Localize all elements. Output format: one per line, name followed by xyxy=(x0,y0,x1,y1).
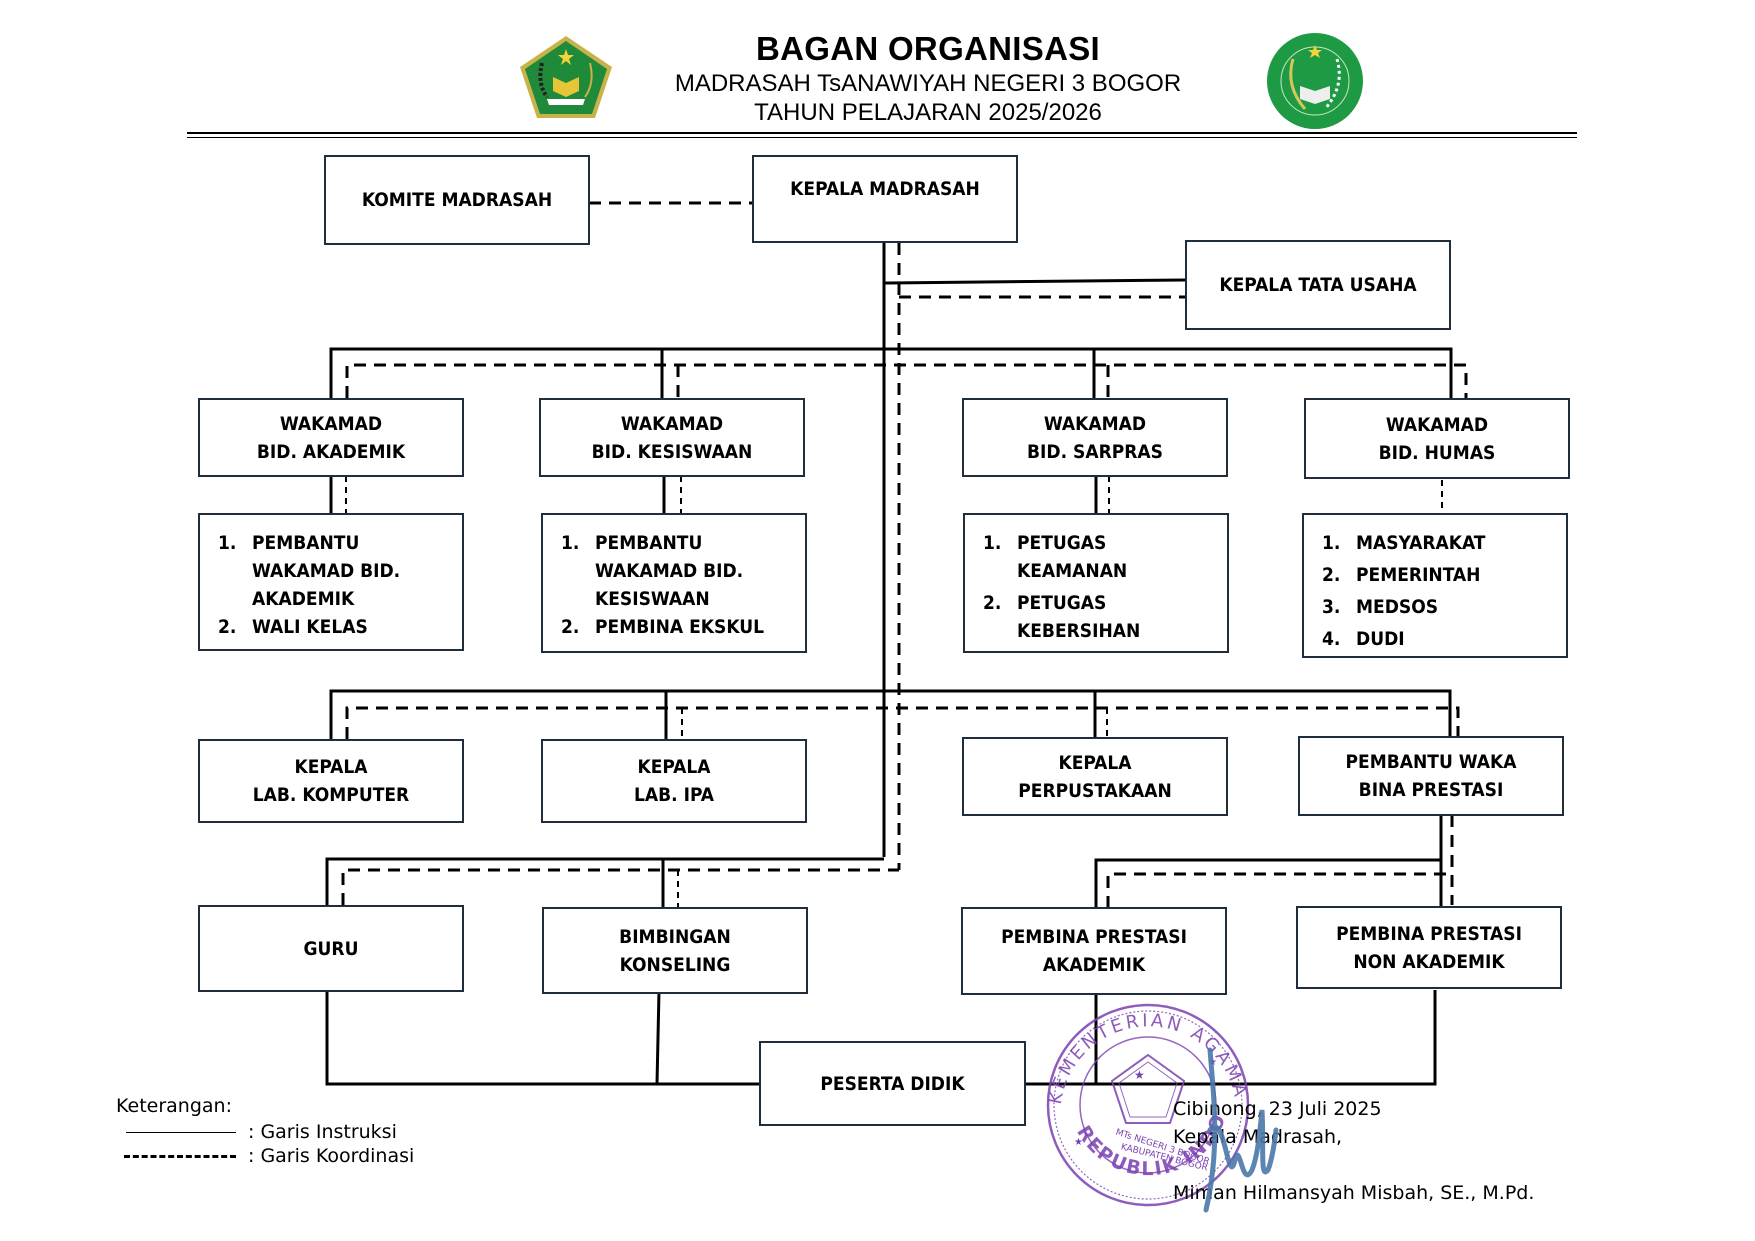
line-to-ktu xyxy=(883,278,1186,285)
header-divider xyxy=(187,132,1577,134)
list-number: 1. xyxy=(1322,532,1341,554)
node-pembantu-waka-bina-prestasi[interactable]: PEMBANTU WAKA BINA PRESTASI xyxy=(1298,736,1564,816)
list-number: 2. xyxy=(1322,564,1341,586)
list-akademik[interactable]: 1. PEMBANTU WAKAMAD BID. AKADEMIK 2. WALI … xyxy=(198,513,464,651)
node-peserta-didik[interactable]: PESERTA DIDIK xyxy=(759,1041,1026,1126)
legend: Keterangan: : Garis Instruksi : Garis Ko… xyxy=(116,1095,414,1167)
list-number: 1. xyxy=(983,532,1002,554)
chart-title: BAGAN ORGANISASI xyxy=(756,30,1100,67)
legend-solid: : Garis Instruksi xyxy=(116,1121,414,1143)
svg-text:★: ★ xyxy=(1134,1068,1145,1082)
list-text: PEMBINA EKSKUL xyxy=(595,616,765,638)
node-kepala-lab-ipa[interactable]: KEPALA LAB. IPA xyxy=(541,739,807,823)
signature-place-date: Cibinong, 23 Juli 2025 xyxy=(1173,1098,1382,1120)
node-label: WAKAMAD BID. HUMAS xyxy=(1378,413,1496,464)
node-wakamad-akademik[interactable]: WAKAMAD BID. AKADEMIK xyxy=(198,398,464,477)
node-kepala-lab-komputer[interactable]: KEPALA LAB. KOMPUTER xyxy=(198,739,464,823)
svg-text:★: ★ xyxy=(1074,1137,1083,1148)
list-text: PEMBANTU WAKAMAD BID. AKADEMIK xyxy=(252,532,401,610)
mtsn3-bogor-logo-icon xyxy=(1267,33,1363,129)
legend-title: Keterangan: xyxy=(116,1095,232,1117)
list-item: 1. MASYARAKAT xyxy=(1322,529,1485,557)
list-item: 1. PETUGAS KEAMANAN xyxy=(983,529,1140,585)
coordination-lines xyxy=(341,201,1468,908)
node-guru[interactable]: GURU xyxy=(198,905,464,992)
dashed-line-sample xyxy=(124,1154,236,1158)
list-item: 2. PEMERINTAH xyxy=(1322,561,1485,589)
node-kepala-madrasah[interactable]: KEPALA MADRASAH xyxy=(752,155,1018,243)
legend-dashed-label: : Garis Koordinasi xyxy=(248,1145,415,1167)
solid-line-sample xyxy=(126,1131,236,1133)
node-bimbingan-konseling[interactable]: BIMBINGAN KONSELING xyxy=(542,907,808,994)
node-label: BIMBINGAN KONSELING xyxy=(619,925,731,976)
handwritten-signature-icon xyxy=(1203,1047,1279,1213)
list-item: 2. PETUGAS KEBERSIHAN xyxy=(983,589,1140,645)
node-label: KEPALA TATA USAHA xyxy=(1219,274,1417,296)
header-divider-thin xyxy=(187,137,1577,138)
node-label: WAKAMAD BID. SARPRAS xyxy=(1027,412,1163,463)
list-text: DUDI xyxy=(1356,628,1405,650)
node-label: PEMBANTU WAKA BINA PRESTASI xyxy=(1345,751,1517,801)
list-sarpras[interactable]: 1. PETUGAS KEAMANAN 2. PETUGAS KEBERSIHAN xyxy=(963,513,1229,653)
node-label: GURU xyxy=(303,937,359,960)
academic-year: TAHUN PELAJARAN 2025/2026 xyxy=(754,99,1102,126)
list-text: PEMBANTU WAKAMAD BID. KESISWAAN xyxy=(595,532,744,610)
list-number: 2. xyxy=(983,592,1002,614)
node-wakamad-kesiswaan[interactable]: WAKAMAD BID. KESISWAAN xyxy=(539,398,805,477)
node-label: WAKAMAD BID. KESISWAAN xyxy=(591,412,753,463)
list-humas[interactable]: 1. MASYARAKAT 2. PEMERINTAH 3. MEDSOS 4. DUD… xyxy=(1302,513,1568,658)
list-number: 4. xyxy=(1322,628,1341,650)
list-text: PEMERINTAH xyxy=(1356,564,1481,586)
list-number: 2. xyxy=(561,616,580,638)
node-wakamad-sarpras[interactable]: WAKAMAD BID. SARPRAS xyxy=(962,398,1228,477)
node-komite-madrasah[interactable]: KOMITE MADRASAH xyxy=(324,155,590,245)
node-label: KEPALA PERPUSTAKAAN xyxy=(1018,751,1172,802)
node-label: KOMITE MADRASAH xyxy=(361,189,553,211)
list-item: 1. PEMBANTU WAKAMAD BID. KESISWAAN xyxy=(561,529,764,613)
list-number: 3. xyxy=(1322,596,1341,618)
node-wakamad-humas[interactable]: WAKAMAD BID. HUMAS xyxy=(1304,398,1570,479)
node-label: KEPALA MADRASAH xyxy=(790,178,980,200)
list-number: 2. xyxy=(218,616,237,638)
list-text: WALI KELAS xyxy=(252,616,368,638)
node-label: PESERTA DIDIK xyxy=(820,1072,965,1095)
list-text: PETUGAS KEBERSIHAN xyxy=(1017,592,1141,642)
wakamad-bar xyxy=(329,347,1453,398)
list-item: 3. MEDSOS xyxy=(1322,593,1485,621)
legend-solid-label: : Garis Instruksi xyxy=(248,1121,397,1143)
list-item: 2. WALI KELAS xyxy=(218,613,400,641)
signature-name: Miman Hilmansyah Misbah, SE., M.Pd. xyxy=(1173,1182,1535,1204)
instruction-lines xyxy=(325,243,1453,1086)
list-number: 1. xyxy=(218,532,237,554)
list-text: MEDSOS xyxy=(1356,596,1439,618)
node-kepala-perpustakaan[interactable]: KEPALA PERPUSTAKAAN xyxy=(962,737,1228,816)
node-kepala-tata-usaha[interactable]: KEPALA TATA USAHA xyxy=(1185,240,1451,330)
node-label: WAKAMAD BID. AKADEMIK xyxy=(256,412,406,463)
official-stamp-icon: KEMENTERIAN AGAMA REPUBLIK INDONESIA ★ ★… xyxy=(1036,995,1250,1207)
node-label: PEMBINA PRESTASI NON AKADEMIK xyxy=(1336,922,1522,973)
list-text: MASYARAKAT xyxy=(1356,532,1486,554)
lab-bar xyxy=(329,689,1452,739)
legend-dashed: : Garis Koordinasi xyxy=(116,1145,414,1167)
node-pembina-prestasi-non-akademik[interactable]: PEMBINA PRESTASI NON AKADEMIK xyxy=(1296,906,1562,989)
node-label: KEPALA LAB. IPA xyxy=(634,756,714,806)
list-item: 2. PEMBINA EKSKUL xyxy=(561,613,764,641)
school-name: MADRASAH TsANAWIYAH NEGERI 3 BOGOR xyxy=(674,70,1182,97)
node-label: KEPALA LAB. KOMPUTER xyxy=(252,756,410,806)
node-pembina-prestasi-akademik[interactable]: PEMBINA PRESTASI AKADEMIK xyxy=(961,907,1227,995)
kemenag-logo-icon xyxy=(520,36,612,118)
node-label: PEMBINA PRESTASI AKADEMIK xyxy=(1001,926,1187,976)
list-number: 1. xyxy=(561,532,580,554)
list-text: PETUGAS KEAMANAN xyxy=(1017,532,1128,582)
list-item: 1. PEMBANTU WAKAMAD BID. AKADEMIK xyxy=(218,529,400,613)
list-item: 4. DUDI xyxy=(1322,625,1485,653)
list-kesiswaan[interactable]: 1. PEMBANTU WAKAMAD BID. KESISWAAN 2. PEMB… xyxy=(541,513,807,653)
